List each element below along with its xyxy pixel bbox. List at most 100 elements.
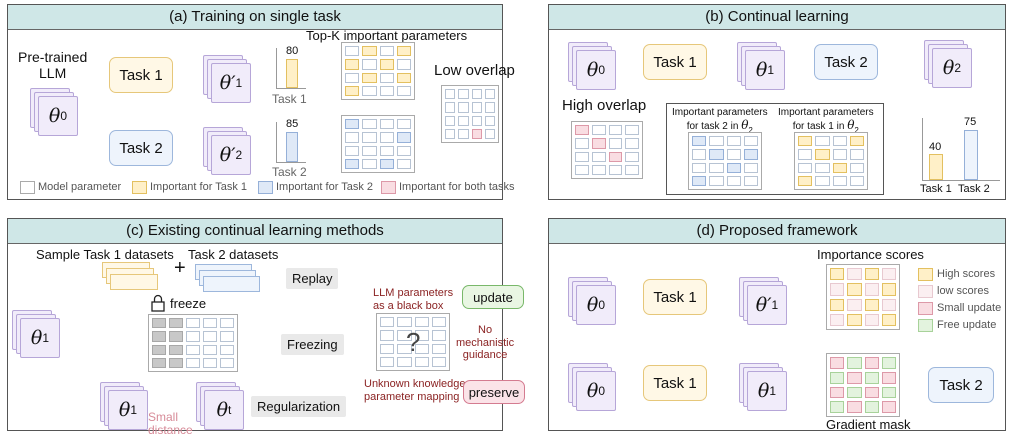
d-theta0a-sub: 0	[598, 298, 606, 312]
bar-base-2	[276, 162, 306, 163]
imp-t2-sub: 2	[748, 125, 753, 135]
freeze-label: freeze	[170, 296, 207, 311]
theta1p-sub: 1	[235, 76, 243, 90]
b-bar-task1	[929, 154, 943, 180]
unknown-mapping-label: Unknown knowledge parameter mapping	[364, 378, 466, 403]
bar-task1-value: 80	[286, 45, 299, 57]
legend-swatch-t1	[132, 181, 147, 194]
panel-b-title: (b) Continual learning	[549, 5, 1005, 30]
d-theta1p-stack: θ′1	[739, 277, 787, 325]
task1-box: Task 1	[109, 57, 173, 93]
b-theta0-sub: 0	[598, 63, 606, 77]
question-mark: ?	[406, 327, 421, 357]
grid-b-task2	[688, 132, 762, 190]
legend-swatch-t2	[258, 181, 273, 194]
d-task2-box: Task 2	[928, 367, 994, 403]
c-thetat-sub: t	[228, 403, 232, 417]
grid-b-task1	[794, 132, 868, 190]
preserve-box: preserve	[463, 380, 525, 404]
legend-swatch-small	[918, 302, 933, 315]
legend-both: Important for both tasks	[399, 181, 515, 193]
legend-low: low scores	[937, 285, 989, 297]
d-theta0b-symbol: θ	[586, 380, 599, 402]
theta0-sub: 0	[60, 109, 68, 123]
c-theta1-sub: 1	[42, 331, 50, 345]
legend-t2: Important for Task 2	[276, 181, 374, 193]
b-bar-task2	[964, 130, 978, 180]
b-bar-task2-label: Task 2	[958, 183, 990, 195]
pretrained-llm-label: Pre-trained LLM	[18, 49, 88, 82]
t1-dataset-card-3	[110, 274, 158, 290]
d-theta1p-sub: 1	[771, 298, 779, 312]
d-theta0b-sub: 0	[598, 384, 606, 398]
bar-axis-2	[276, 122, 277, 162]
legend-t1: Important for Task 1	[150, 181, 248, 193]
b-task1-box: Task 1	[643, 44, 707, 80]
theta2p-stack: θ′2	[203, 127, 251, 175]
d-task1b-box: Task 1	[643, 365, 707, 401]
c-theta1b-symbol: θ	[118, 399, 131, 421]
grid-task2	[341, 115, 415, 173]
freezing-label: Freezing	[281, 334, 344, 355]
plus-sign: +	[174, 257, 186, 279]
d-theta1-sub: 1	[769, 384, 777, 398]
regularization-label: Regularization	[251, 396, 347, 417]
update-box: update	[462, 285, 524, 309]
grid-gradient-mask	[826, 353, 900, 417]
no-guidance-label: No mechanistic guidance	[456, 324, 515, 362]
theta1p-stack: θ′1	[203, 55, 251, 103]
grid-freeze	[148, 314, 238, 372]
legend-swatch-low	[918, 285, 933, 298]
lock-icon	[151, 294, 165, 312]
panel-a-title: (a) Training on single task	[8, 5, 502, 30]
imp-t1-sub: 2	[854, 125, 859, 135]
imp-t1-theta: θ	[847, 117, 855, 132]
c-theta1-symbol: θ	[30, 327, 43, 349]
b-bar-base	[922, 180, 1000, 181]
b-bar-axis	[922, 118, 923, 180]
legend-swatch-free	[918, 319, 933, 332]
black-box-label: LLM parameters as a black box	[373, 287, 454, 312]
d-task1a-box: Task 1	[643, 279, 707, 315]
bar-task1-label: Task 1	[272, 92, 307, 106]
imp-t2-label: Important parameters for task 2 in θ2	[672, 107, 768, 135]
grid-black-box	[376, 313, 450, 371]
legend-model: Model parameter	[38, 181, 122, 193]
theta2p-sub: 2	[235, 148, 243, 162]
d-theta1-symbol: θ	[757, 380, 770, 402]
panel-c-title: (c) Existing continual learning methods	[8, 219, 502, 244]
important-params-box	[666, 103, 884, 195]
importance-label: Importance scores	[817, 247, 924, 262]
b-bar-task1-label: Task 1	[920, 183, 952, 195]
grid-task1	[341, 42, 415, 100]
d-theta0a-symbol: θ	[586, 294, 599, 316]
c-theta1b-sub: 1	[130, 403, 138, 417]
low-overlap-label: Low overlap	[434, 62, 515, 79]
c-thetat-symbol: θ	[216, 399, 229, 421]
imp-t1-label: Important parameters for task 1 in θ2	[778, 107, 874, 135]
replay-label: Replay	[286, 268, 339, 289]
bar-base-1	[276, 88, 306, 89]
gradient-mask-label: Gradient mask	[826, 417, 911, 432]
d-theta1p-symbol: θ′	[755, 294, 772, 316]
theta1p-symbol: θ′	[219, 72, 236, 94]
imp-t2-theta: θ	[741, 117, 749, 132]
bar-task1	[286, 59, 298, 88]
b-task2-box: Task 2	[814, 44, 878, 80]
b-theta2-symbol: θ	[942, 57, 955, 79]
grid-importance	[826, 264, 900, 330]
b-theta1-sub: 1	[767, 63, 775, 77]
theta2p-symbol: θ′	[219, 144, 236, 166]
grid-low-overlap	[441, 85, 499, 143]
bar-task2-label: Task 2	[272, 165, 307, 179]
